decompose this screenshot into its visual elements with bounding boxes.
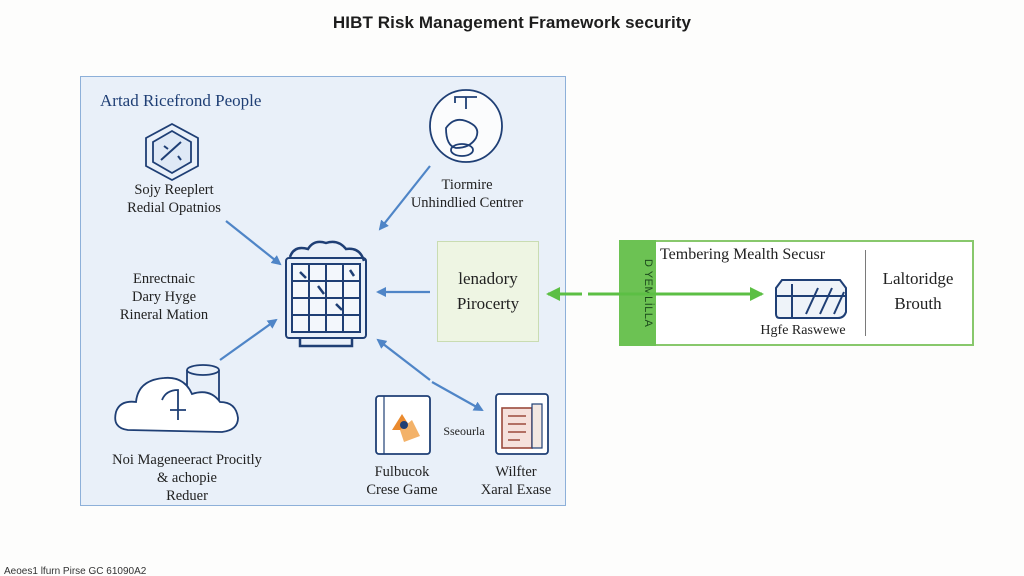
arrow-to-bottom-right [431, 381, 484, 411]
node-tag-bottom-mid: Sseourla [443, 424, 485, 438]
node-label-bottom-left-line-2: & achopie [157, 470, 217, 486]
node-label-bottom-left: Noi Mageneeract Procitly & achopie Redue… [100, 451, 274, 505]
node-label-top-left-line-1: Sojy Reeplert [134, 182, 214, 198]
middle-box-line-2: Pirocerty [456, 294, 520, 313]
server-block-icon [775, 279, 847, 319]
arrow-bottom-left-to-center [219, 318, 278, 361]
page-title: HIBT Risk Management Framework security [332, 13, 692, 32]
middle-box-label: lenadory Pirocerty [437, 266, 539, 316]
right-panel-divider [865, 250, 866, 336]
node-label-mid-left-line-1: Enrectnaic [133, 271, 195, 287]
node-label-top-left-line-2: Redial Opatnios [127, 200, 221, 216]
node-label-bottom-mid-line-2: Crese Game [366, 482, 438, 498]
arrow-top-left-to-center [225, 220, 282, 266]
node-label-mid-left-line-3: Rineral Mation [119, 307, 209, 323]
node-label-bottom-left-line-1: Noi Mageneeract Procitly [112, 452, 262, 468]
right-panel-side-line-1: Laltoridge [882, 269, 954, 288]
middle-box-line-1: lenadory [458, 269, 518, 288]
node-label-bottom-right: Wilfter Xaral Exase [466, 463, 566, 499]
node-label-bottom-mid-line-1: Fulbucok [374, 464, 430, 480]
node-label-mid-left-line-2: Dary Hyge [131, 289, 197, 305]
node-label-bottom-right-line-1: Wilfter [495, 464, 537, 480]
document-stack-icon [495, 393, 549, 455]
node-label-top-left: Sojy Reeplert Redial Opatnios [112, 181, 236, 217]
person-circle-icon [429, 89, 503, 163]
arrows-blue [219, 165, 484, 411]
right-panel-heading: Tembering Mealth Secusr [660, 246, 826, 263]
arrow-top-right-to-center [378, 165, 431, 231]
gaming-book-icon [375, 395, 431, 455]
footer-caption: Aeoes1 lfurn Pirse GC 61090A2 [4, 566, 147, 576]
node-label-top-right: Tiormire Unhindlied Centrer [404, 176, 530, 212]
node-label-bottom-mid: Fulbucok Crese Game [352, 463, 452, 499]
node-label-top-right-line-2: Unhindlied Centrer [410, 195, 524, 211]
server-grid-icon [285, 240, 367, 348]
middle-box [437, 241, 539, 342]
right-panel-side-line-2: Brouth [894, 294, 942, 313]
right-panel-side-text: Laltoridge Brouth [866, 266, 970, 316]
left-panel-heading: Artad Ricefrond People [100, 91, 262, 110]
node-label-top-right-line-1: Tiormire [441, 177, 493, 193]
cloud-database-icon [114, 364, 239, 433]
arrow-lower-to-center [376, 338, 431, 381]
node-label-bottom-left-line-3: Reduer [166, 488, 208, 504]
node-label-bottom-right-line-2: Xaral Exase [480, 482, 552, 498]
node-label-mid-left: Enrectnaic Dary Hyge Rineral Mation [100, 270, 228, 324]
hexagon-shield-icon [145, 122, 199, 182]
right-panel-sub-label: Hgfe Raswewe [760, 323, 846, 338]
